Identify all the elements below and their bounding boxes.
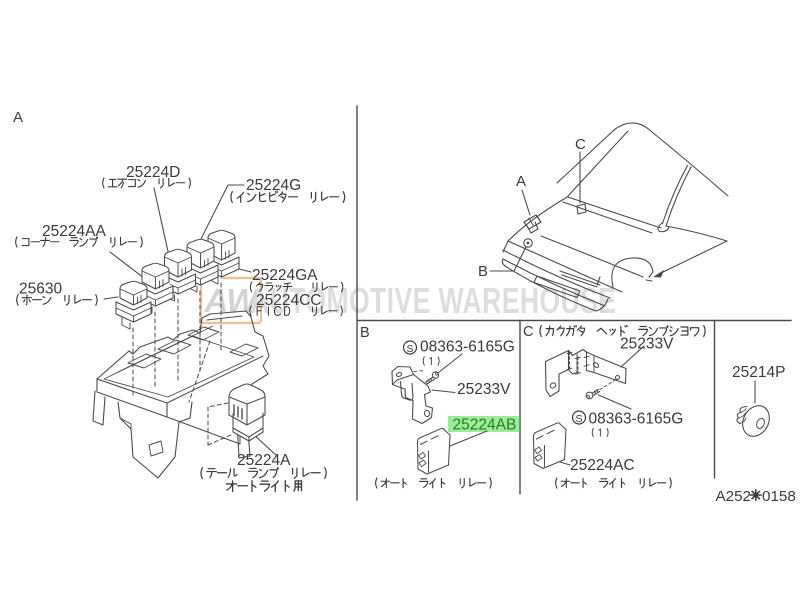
svg-text:B: B — [360, 325, 370, 341]
svg-text:25224A: 25224A — [237, 452, 291, 469]
svg-text:25224CC: 25224CC — [256, 292, 322, 309]
svg-text:25233V: 25233V — [457, 381, 511, 398]
svg-text:C: C — [575, 136, 586, 153]
svg-text:25233V: 25233V — [620, 336, 674, 353]
svg-text:0158: 0158 — [762, 488, 796, 505]
svg-text:25214P: 25214P — [732, 364, 785, 381]
svg-text:AUTOMOTIVE WAREHOUSE: AUTOMOTIVE WAREHOUSE — [250, 280, 616, 321]
svg-text:08363-6165G: 08363-6165G — [420, 339, 515, 356]
svg-text:25224D: 25224D — [126, 164, 180, 181]
svg-text:25224AA: 25224AA — [42, 223, 106, 240]
svg-text:S: S — [575, 413, 582, 425]
svg-text:25224AC: 25224AC — [570, 457, 635, 474]
svg-text:25224G: 25224G — [246, 177, 301, 194]
svg-text:S: S — [406, 343, 413, 355]
svg-text:08363-6165G: 08363-6165G — [589, 411, 684, 428]
svg-text:A: A — [516, 173, 526, 190]
svg-text:25224AB: 25224AB — [453, 417, 517, 434]
svg-text:25630: 25630 — [19, 281, 62, 298]
svg-text:B: B — [478, 263, 488, 280]
svg-text:A252: A252 — [716, 488, 751, 505]
svg-text:25224GA: 25224GA — [252, 267, 318, 284]
svg-text:C: C — [523, 324, 533, 340]
svg-text:A: A — [13, 109, 23, 126]
